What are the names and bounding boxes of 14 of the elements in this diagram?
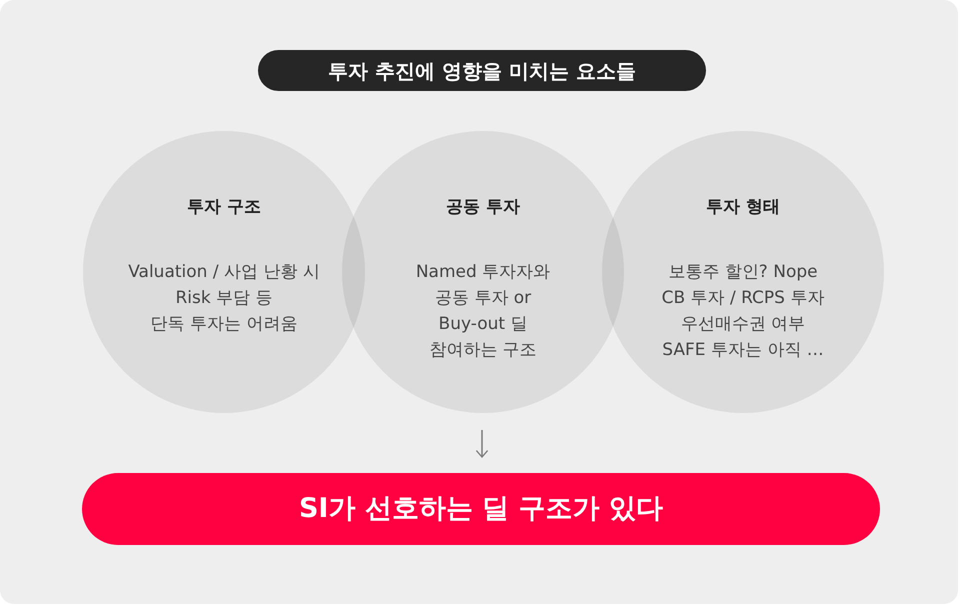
body-text: CB 투자 / RCPS 투자 <box>662 287 824 310</box>
title-pill <box>258 50 706 91</box>
body-text: 단독 투자는 어려움 <box>150 313 298 336</box>
arrow <box>476 430 488 458</box>
body-text: 우선매수권 여부 <box>680 313 806 336</box>
conclusion-text: SI가 선호하는 딜 구조가 있다 <box>298 493 664 525</box>
body-text: Valuation / 사업 난황 시 Risk 부담 등 <box>127 261 321 310</box>
circle-heading: 공동 투자 <box>446 196 520 219</box>
body-text: SAFE 투자는 아직 … <box>662 339 824 362</box>
circle-heading: 투자 구조 <box>187 196 261 219</box>
heading-text: 투자 추진에 영향을 미치는 요소들 <box>328 58 636 84</box>
circle-heading: 투자 형태 <box>706 196 780 219</box>
body-text: Named 투자자와 공동 투자 or Buy-out 딜 참여하는 구조 <box>414 261 552 362</box>
body-text: 보통주 할인? Nope <box>668 261 818 284</box>
